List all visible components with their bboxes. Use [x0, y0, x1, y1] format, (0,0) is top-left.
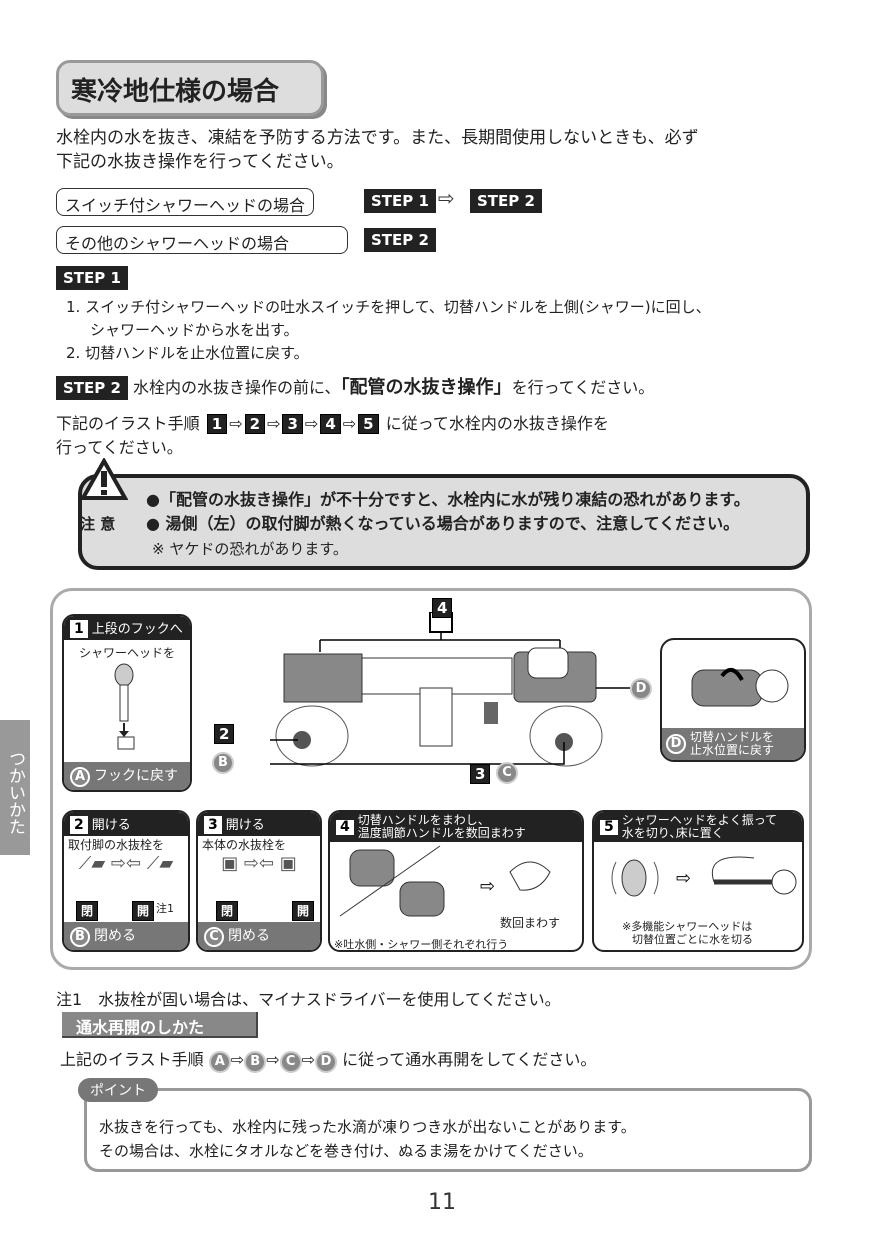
- step2-tag: STEP 2: [364, 228, 436, 252]
- faucet-illustration: [270, 612, 630, 767]
- callout-2: 2: [214, 724, 235, 744]
- shake-shower-illustration: ⇨: [611, 856, 797, 897]
- case-other-shower: その他のシャワーヘッドの場合: [56, 226, 348, 254]
- caution-label: 注 意: [80, 515, 116, 533]
- drain-plug-illustration: ▣ ⇨⇦ ▣: [221, 853, 297, 874]
- step1-list: 1. スイッチ付シャワーヘッドの吐水スイッチを押して、切替ハンドルを上側(シャワ…: [66, 298, 711, 362]
- point-tag: ポイント: [78, 1078, 158, 1102]
- callout-B: B: [212, 752, 234, 774]
- callout-3: 3: [470, 764, 491, 784]
- step2-line: STEP 2 水栓内の水抜き操作の前に、「配管の水抜き操作」を行ってください。: [56, 376, 654, 400]
- page-number: 11: [428, 1190, 456, 1215]
- resume-heading: 通水再開のしかた: [62, 1012, 258, 1038]
- step1-tag: STEP 1: [364, 189, 436, 213]
- warning-triangle-icon: [80, 458, 128, 500]
- caution-box: ●「配管の水抜き操作」が不十分ですと、水栓内に水が残り凍結の恐れがあります。 ●…: [78, 474, 810, 570]
- arrow-icon: ⇨: [438, 186, 455, 210]
- handle-turn-illustration: ⇨: [339, 845, 551, 917]
- handle-illustration: [691, 668, 789, 707]
- shower-head-illustration: [114, 663, 135, 750]
- case-switch-shower: スイッチ付シャワーヘッドの場合: [56, 188, 315, 216]
- side-tab: つかいかた: [0, 720, 30, 855]
- callout-C: C: [496, 762, 518, 784]
- step2-instruction: 下記のイラスト手順 1⇨2⇨3⇨4⇨5 に従って水栓内の水抜き操作を 行ってくだ…: [56, 414, 609, 457]
- point-box: 水抜きを行っても、水栓内に残った水滴が凍りつき水が出ないことがあります。その場合…: [84, 1088, 812, 1172]
- footnote: 注1 水抜栓が固い場合は、マイナスドライバーを使用してください。: [56, 990, 561, 1009]
- svg-text:⇨: ⇨: [480, 876, 495, 897]
- intro-text: 水栓内の水を抜き、凍結を予防する方法です。また、長期間使用しないときも、必ず下記…: [56, 128, 699, 172]
- svg-text:⇨: ⇨: [676, 868, 691, 889]
- drain-plug-illustration: ⟋▰ ⇨⇦ ⟋▰: [78, 853, 174, 874]
- step1-heading: STEP 1: [56, 266, 128, 290]
- page-title: 寒冷地仕様の場合: [56, 60, 324, 116]
- footnote-marker: 注1: [156, 902, 175, 915]
- resume-instruction: 上記のイラスト手順 A⇨B⇨C⇨D に従って通水再開をしてください。: [60, 1046, 596, 1073]
- callout-D: D: [630, 678, 652, 700]
- callout-4: 4: [432, 598, 453, 618]
- step2-tag: STEP 2: [470, 189, 542, 213]
